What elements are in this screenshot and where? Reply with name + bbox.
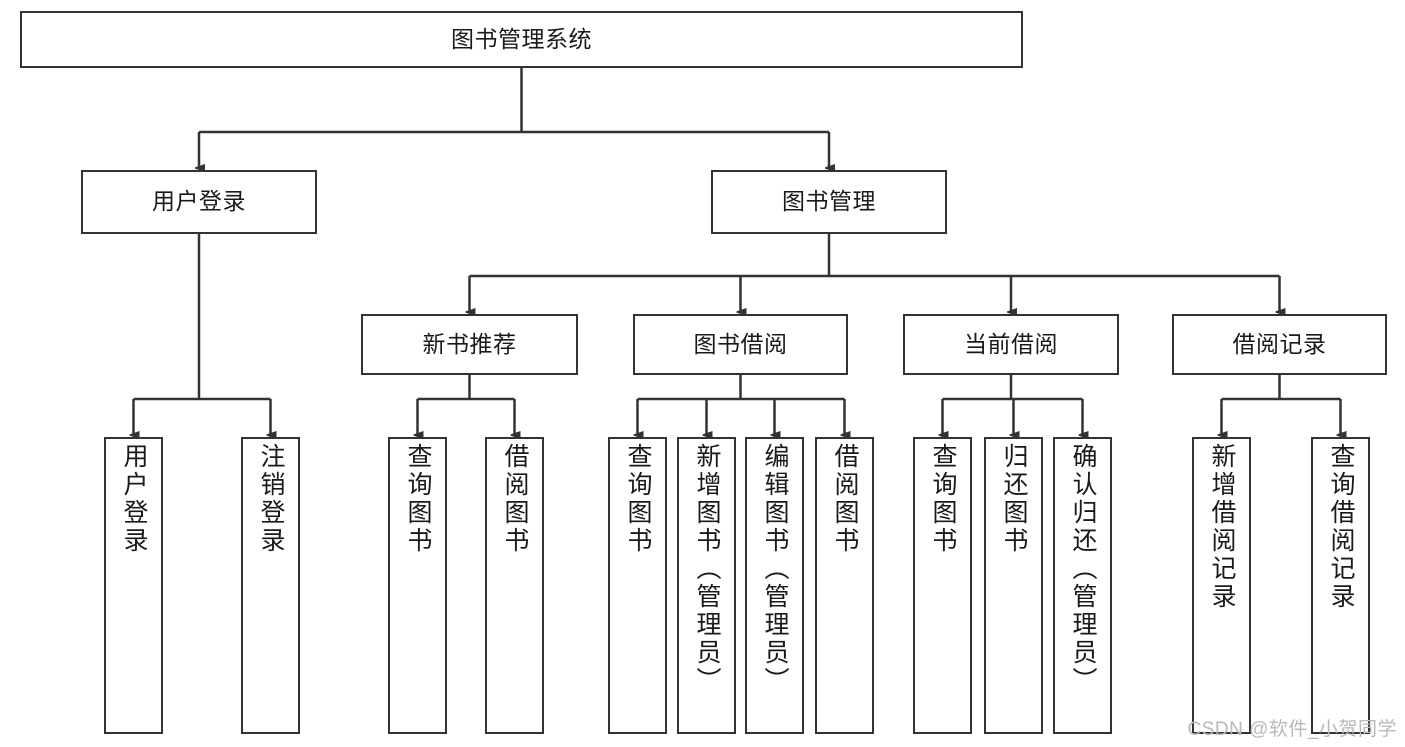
node-leaf-login[interactable]: 用户登录	[104, 437, 163, 734]
node-leaf-return[interactable]: 归还图书	[984, 437, 1043, 734]
node-root[interactable]: 图书管理系统	[20, 11, 1023, 68]
node-label: 图书管理	[782, 188, 876, 215]
watermark: CSDN @软件_小贺同学	[1187, 719, 1397, 740]
node-bookmgmt[interactable]: 图书管理	[711, 170, 947, 234]
node-label: 确认归还（管理员）	[1069, 443, 1097, 695]
node-leaf-edit[interactable]: 编辑图书（管理员）	[745, 437, 804, 734]
node-records[interactable]: 借阅记录	[1172, 314, 1387, 375]
node-leaf-query1[interactable]: 查询图书	[388, 437, 447, 734]
node-label: 图书借阅	[693, 330, 788, 357]
node-label: 新增图书（管理员）	[693, 443, 721, 695]
node-label: 归还图书	[1000, 443, 1028, 555]
node-label: 用户登录	[120, 443, 148, 555]
node-label: 图书管理系统	[451, 25, 592, 52]
node-label: 新增借阅记录	[1208, 443, 1236, 611]
node-label: 借阅图书	[831, 443, 859, 555]
node-label: 编辑图书（管理员）	[761, 443, 789, 695]
node-leaf-query3[interactable]: 查询图书	[913, 437, 972, 734]
node-label: 查询图书	[929, 443, 957, 555]
node-leaf-addrec[interactable]: 新增借阅记录	[1192, 437, 1251, 734]
node-leaf-query2[interactable]: 查询图书	[608, 437, 667, 734]
node-label: 用户登录	[152, 188, 246, 215]
node-label: 查询借阅记录	[1327, 443, 1355, 611]
node-leaf-add[interactable]: 新增图书（管理员）	[677, 437, 736, 734]
node-label: 当前借阅	[964, 330, 1058, 357]
node-login[interactable]: 用户登录	[81, 170, 317, 234]
node-borrow[interactable]: 图书借阅	[633, 314, 848, 375]
node-label: 借阅记录	[1232, 330, 1327, 357]
node-leaf-borrow1[interactable]: 借阅图书	[485, 437, 544, 734]
node-leaf-borrow2[interactable]: 借阅图书	[815, 437, 874, 734]
node-label: 查询图书	[404, 443, 432, 555]
node-leaf-confirm[interactable]: 确认归还（管理员）	[1053, 437, 1112, 734]
node-label: 注销登录	[257, 443, 285, 555]
node-leaf-queryrec[interactable]: 查询借阅记录	[1311, 437, 1370, 734]
node-current[interactable]: 当前借阅	[903, 314, 1119, 375]
node-label: 查询图书	[624, 443, 652, 555]
node-label: 新书推荐	[422, 330, 517, 357]
node-leaf-logout[interactable]: 注销登录	[241, 437, 300, 734]
node-newbook[interactable]: 新书推荐	[361, 314, 578, 375]
node-label: 借阅图书	[501, 443, 529, 555]
